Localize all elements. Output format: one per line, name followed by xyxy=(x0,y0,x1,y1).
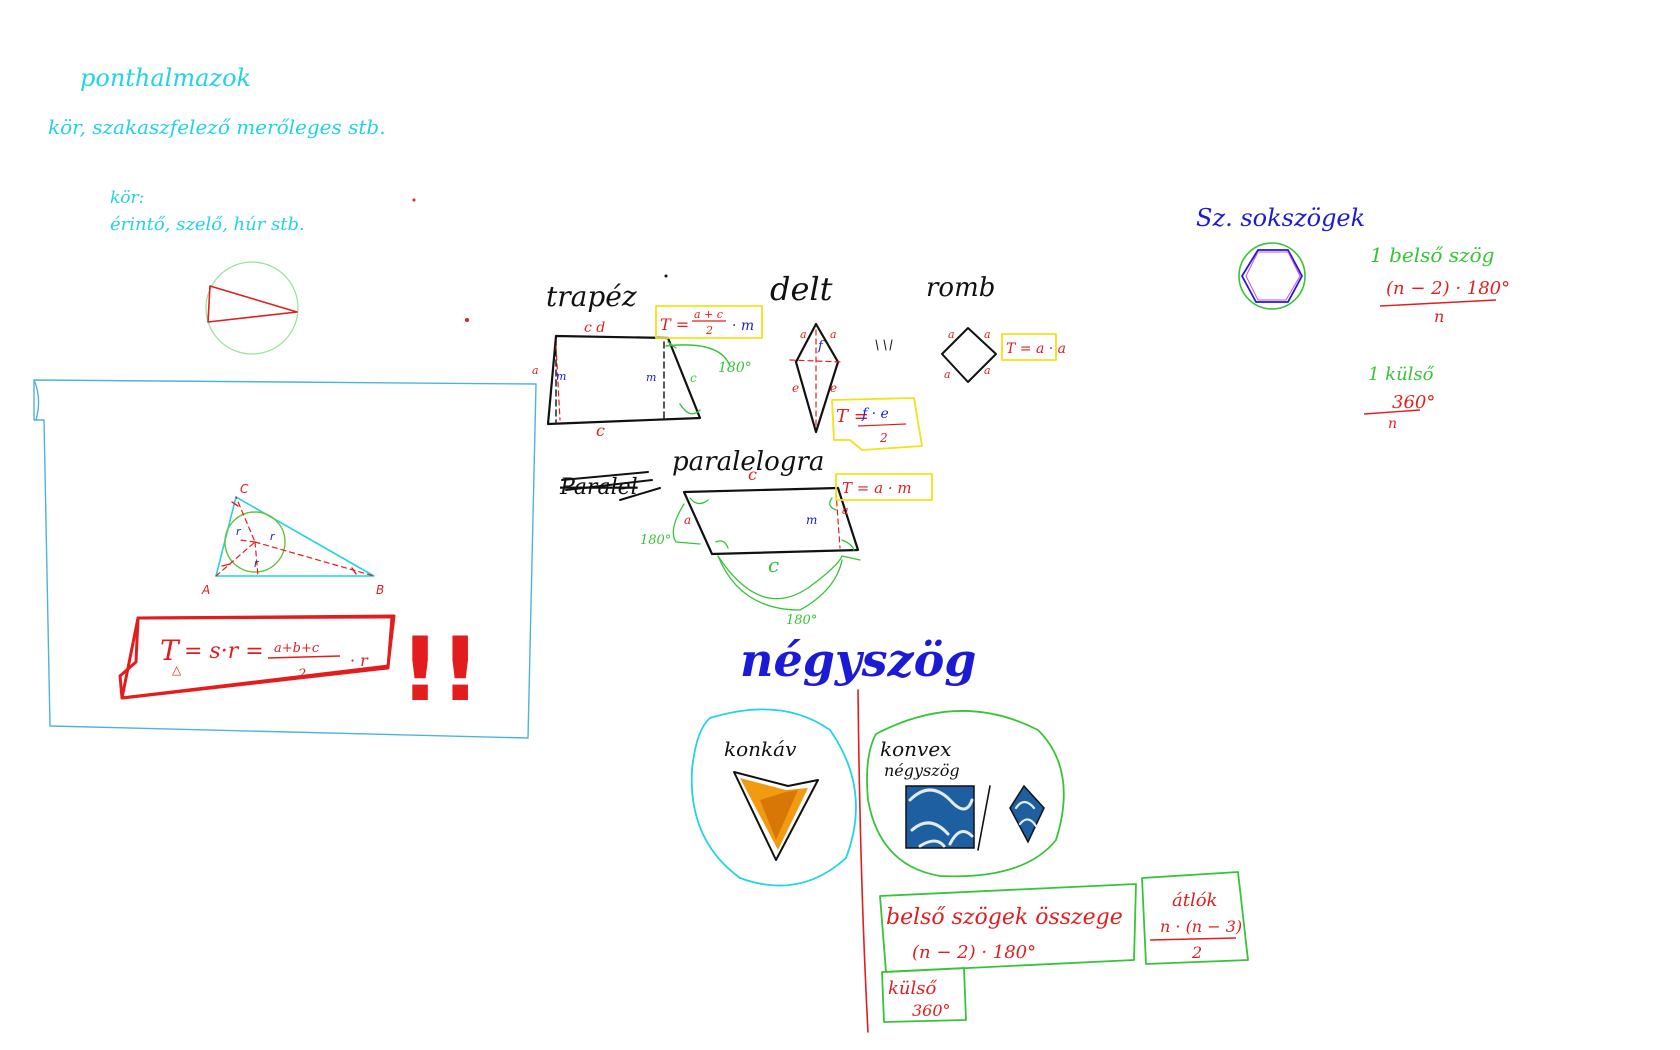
negyszog-section: négyszög konkáv konvex négyszög belső sz… xyxy=(690,633,1249,1033)
trapez-formula-den: 2 xyxy=(705,324,713,337)
rombusz-edge-a: a xyxy=(948,328,955,341)
note-erinto-szelo-hur: érintő, szelő, húr stb. xyxy=(110,214,305,235)
area-formula-mid: = s·r = xyxy=(184,639,264,664)
negyszog-title: négyszög xyxy=(740,633,976,687)
konvex-label-1: konvex xyxy=(880,737,951,761)
deltoid-edge-e: e xyxy=(792,381,799,395)
sokszog-section: Sz. sokszögek 1 belső szög (n − 2) · 180… xyxy=(1196,204,1510,432)
paralelogramma-side-label: a xyxy=(684,513,691,527)
rombusz-section: romb a a a a T = a · a xyxy=(926,273,1066,383)
convex-square-tile xyxy=(905,785,975,849)
paralelogramma-bottom-label: c xyxy=(768,553,779,577)
deltoid-section: delt a a f e e T = f · e 2 xyxy=(770,270,923,451)
vertex-c-label: C xyxy=(240,482,249,496)
red-dot xyxy=(412,198,416,202)
area-formula-lhs: T xyxy=(160,634,181,667)
sokszog-outer-num: 360° xyxy=(1392,392,1435,413)
sokszog-inner-den: n xyxy=(1434,307,1444,326)
area-formula-tail: · r xyxy=(350,651,369,670)
diagonals-title: átlók xyxy=(1172,890,1217,911)
outer-title: külső xyxy=(888,978,937,999)
inner-sum-value: (n − 2) · 180° xyxy=(912,942,1036,963)
deltoid-title: delt xyxy=(770,270,833,308)
paralelogramma-title: paralelogra xyxy=(672,447,824,477)
diagonals-num: n · (n − 3) xyxy=(1160,917,1242,936)
note-ponthalmazok: ponthalmazok xyxy=(80,64,251,92)
paralelogramma-angle-left: 180° xyxy=(640,533,671,548)
convex-kite-tile xyxy=(1009,784,1045,844)
rombusz-edge-a-4: a xyxy=(984,364,991,377)
diagonals-den: 2 xyxy=(1191,943,1202,962)
radius-mark: r xyxy=(236,525,242,538)
vertex-a-label: A xyxy=(201,583,210,597)
paralelogramma-top-label: c xyxy=(748,465,757,484)
rombusz-edge-a-2: a xyxy=(984,328,991,341)
sokszog-inner-num: (n − 2) · 180° xyxy=(1386,278,1510,299)
deltoid-formula-num: f · e xyxy=(861,406,889,422)
black-dot xyxy=(664,274,668,278)
inner-sum-title: belső szögek összege xyxy=(886,905,1123,930)
paralelogramma-height-label: m xyxy=(806,513,817,527)
circle-sector-drawing xyxy=(205,261,299,355)
rombusz-edge-a-3: a xyxy=(944,368,951,381)
top-notes: ponthalmazok kör, szakaszfelező merőlege… xyxy=(48,64,386,235)
deltoid-edge-a: a xyxy=(800,328,807,341)
note-kor: kör: xyxy=(110,188,144,208)
trapez-formula-num: a + c xyxy=(694,308,723,321)
radius-mark: r xyxy=(270,530,276,543)
trapez-section: trapéz c d a m m c 180° c T = a + c 2 · … xyxy=(532,280,763,440)
trapez-height-label: m xyxy=(556,370,566,383)
area-formula-sub: △ xyxy=(172,663,182,677)
paralelogramma-formula: T = a · m xyxy=(842,479,912,497)
incircle-triangle-panel: A B C r r r T △ = s·r = a+b+c 2 · r !! xyxy=(33,379,537,739)
red-dot xyxy=(465,318,469,322)
paralelogramma-section: Paralel paralelogra c m a a c 180° 180° … xyxy=(559,447,933,628)
deltoid-diag-f: f xyxy=(817,339,825,354)
rombusz-formula: T = a · a xyxy=(1006,341,1066,357)
sokszog-inner-title: 1 belső szög xyxy=(1370,243,1494,267)
vertex-b-label: B xyxy=(376,583,384,597)
area-formula-den: 2 xyxy=(297,667,306,682)
konvex-label-2: négyszög xyxy=(884,761,960,780)
paralelogramma-angle-bottom: 180° xyxy=(786,613,817,628)
trapez-formula-tail: · m xyxy=(732,318,754,334)
note-kor-szakaszfelezo: kör, szakaszfelező merőleges stb. xyxy=(48,115,386,139)
rombusz-title: romb xyxy=(926,273,995,303)
radius-mark: r xyxy=(254,557,260,570)
trapez-top-label: c d xyxy=(584,320,605,336)
deltoid-formula-den: 2 xyxy=(879,431,888,445)
area-formula-num: a+b+c xyxy=(274,641,320,656)
sokszog-title: Sz. sokszögek xyxy=(1196,204,1365,232)
trapez-angle-label: 180° xyxy=(718,360,752,376)
deltoid-edge-a-2: a xyxy=(830,328,837,341)
trapez-formula-lhs: T = xyxy=(660,315,689,334)
trapez-c-right: c xyxy=(690,371,697,385)
paralelogramma-side-label-2: a xyxy=(842,504,849,517)
trapez-bottom-label: c xyxy=(596,421,605,440)
konkav-label: konkáv xyxy=(724,737,797,761)
trapez-title: trapéz xyxy=(546,280,637,313)
outer-value: 360° xyxy=(912,1001,951,1020)
alert-exclamation: !! xyxy=(400,618,480,721)
sokszog-outer-title: 1 külső xyxy=(1368,364,1435,385)
deltoid-edge-e-2: e xyxy=(830,381,837,395)
sokszog-outer-den: n xyxy=(1388,416,1397,432)
trapez-height-label-2: m xyxy=(646,371,656,384)
deltoid-formula-lhs: T = xyxy=(836,406,869,427)
trapez-side-label: a xyxy=(532,364,539,377)
